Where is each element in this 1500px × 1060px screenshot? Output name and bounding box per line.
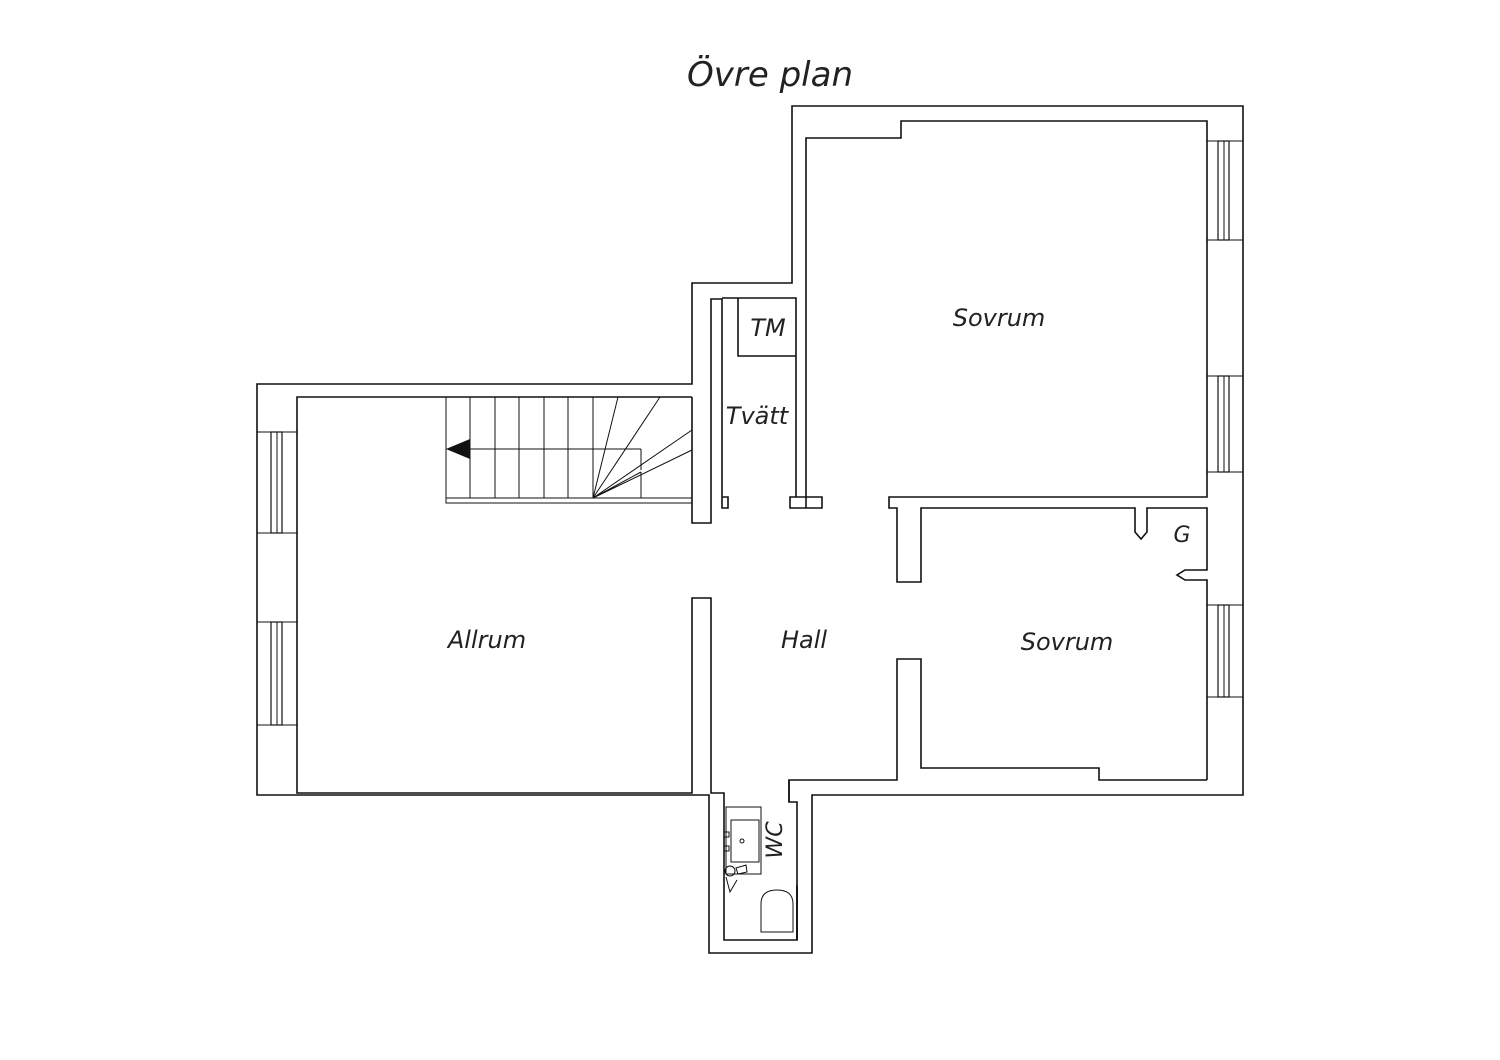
stair-partition [691,298,729,524]
window-right-3 [1207,604,1243,698]
room-label-allrum: Allrum [446,626,526,654]
sink-icon [725,806,762,875]
window-right-2 [1207,375,1243,473]
room-label-hall: Hall [781,626,827,654]
window-right-1 [1207,140,1243,241]
stair-direction-arrow-icon [446,439,470,459]
room-label-g: G [1173,523,1190,548]
staircase [445,396,693,504]
window-left-lower [257,621,297,726]
bedroom-large-inner-wall [805,120,1208,780]
room-label-tm: TM [750,314,786,342]
wc-right-wall [788,780,798,940]
toilet-icon [760,889,794,933]
allrum-inner-wall [296,396,798,941]
plan-title: Övre plan [687,54,853,95]
room-label-sovrum-small: Sovrum [1021,628,1114,656]
laundry-walls [722,297,823,509]
wc-fixtures [723,806,794,933]
windows [257,140,1243,726]
room-label-sovrum-large: Sovrum [953,304,1046,332]
room-label-wc: WC [763,821,788,859]
window-left-upper [257,431,297,534]
outer-wall [256,105,1244,954]
hall-wc-wall [788,658,1207,940]
room-label-tvatt: Tvätt [726,402,790,430]
